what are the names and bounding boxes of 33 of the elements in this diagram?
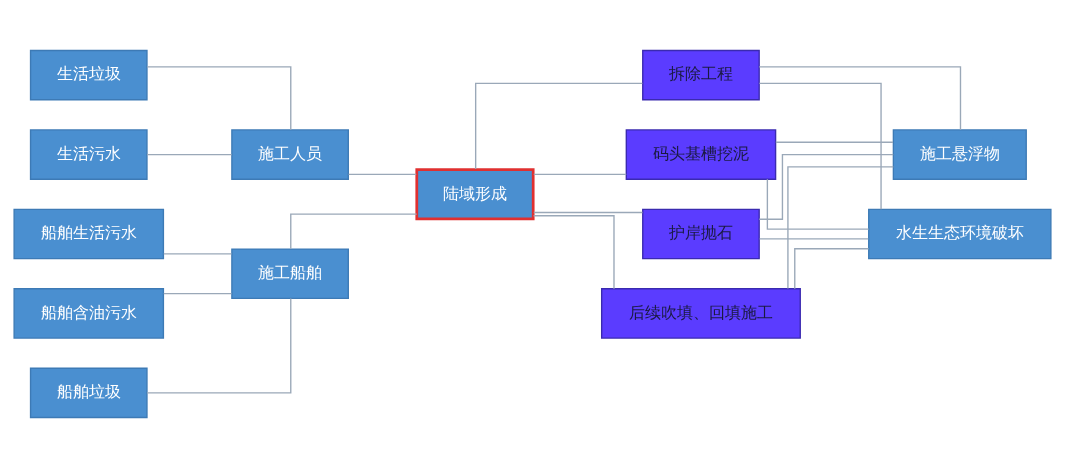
connector — [533, 211, 644, 214]
connector — [759, 238, 869, 240]
node-box: 生活垃圾 — [29, 49, 148, 101]
connector — [758, 153, 894, 220]
node-box: 施工人员 — [231, 129, 349, 180]
node-box: 拆除工程 — [642, 49, 760, 101]
connector — [163, 292, 233, 295]
node-box: 后续吹填、回填施工 — [600, 288, 801, 339]
connector — [533, 173, 627, 176]
connector — [766, 178, 870, 230]
node-box: 护岸抛石 — [642, 208, 760, 260]
connector — [290, 213, 418, 250]
connector — [532, 215, 615, 290]
connector — [347, 173, 417, 176]
node-box: 船舶垃圾 — [29, 367, 148, 419]
node-box: 施工悬浮物 — [892, 129, 1027, 180]
connector — [758, 82, 882, 210]
node-box: 水生生态环境破坏 — [868, 208, 1052, 260]
connector — [794, 248, 870, 290]
connector — [146, 153, 233, 156]
node-box: 陆域形成 — [415, 168, 535, 221]
connector — [758, 66, 962, 131]
connector — [775, 141, 894, 143]
node-box: 船舶含油污水 — [13, 288, 165, 339]
node-box: 生活污水 — [29, 129, 148, 180]
connector — [787, 166, 895, 290]
connector — [146, 297, 292, 394]
node-box: 码头基槽挖泥 — [625, 129, 777, 180]
node-box: 施工船舶 — [231, 248, 349, 300]
node-box: 船舶生活污水 — [13, 208, 165, 260]
connector — [163, 253, 233, 255]
connector — [146, 66, 292, 131]
connector — [474, 82, 644, 170]
